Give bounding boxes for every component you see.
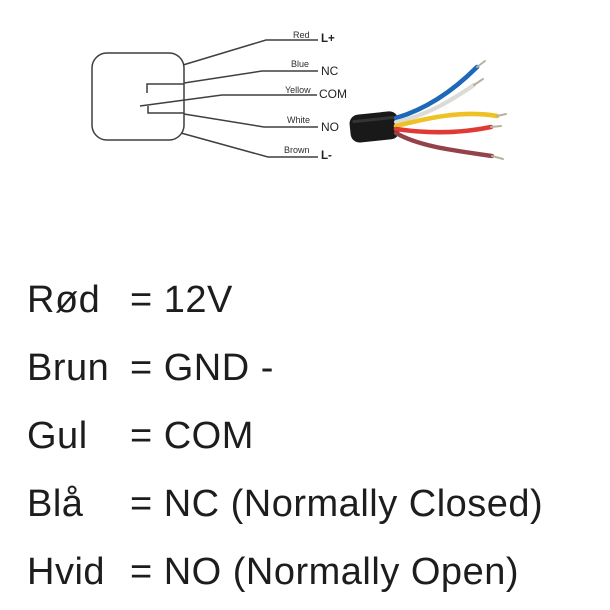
wire-color-label-blue: Blue — [291, 59, 310, 69]
terminal-label-l-minus: L- — [321, 150, 332, 162]
wire-line-red — [182, 39, 318, 66]
legend-color-name: Gul — [27, 415, 88, 457]
device-box — [91, 52, 185, 141]
equals-sign: = — [130, 415, 153, 457]
terminal-label-no: NO — [321, 120, 339, 134]
cable-wire-red-tip — [490, 125, 502, 128]
cable-wire-red — [393, 124, 494, 135]
legend-color-name: Blå — [27, 483, 84, 525]
switch-lever — [139, 94, 223, 107]
cable-sheath-highlight — [352, 116, 395, 124]
legend-row-white: Hvid =NO (Normally Open) — [27, 551, 519, 595]
equals-sign: = — [130, 279, 153, 321]
legend-row-yellow: Gul =COM — [27, 415, 254, 459]
wire-color-label-brown: Brown — [284, 145, 310, 155]
cable-wire-brown-tip — [491, 155, 504, 160]
legend-row-red: Rød =12V — [27, 279, 233, 323]
wire-line-white — [183, 113, 318, 128]
equals-sign: = — [130, 551, 153, 593]
cable-wire-white-tip — [473, 78, 484, 86]
wiring-diagram: Red Blue Yellow White Brown L+ NC COM NO… — [0, 0, 610, 185]
cable-wire-yellow — [393, 111, 500, 129]
terminal-label-com: COM — [319, 87, 347, 101]
terminal-label-l-plus: L+ — [321, 33, 335, 45]
legend-color-name: Hvid — [27, 551, 106, 593]
legend-value: NC (Normally Closed) — [163, 483, 544, 525]
cable-wire-blue-tip — [476, 60, 486, 68]
legend-value: COM — [163, 415, 254, 457]
legend-value: NO (Normally Open) — [163, 551, 519, 593]
wire-line-brown — [180, 132, 318, 158]
wire-color-label-yellow: Yellow — [285, 85, 311, 95]
legend-value: GND - — [163, 347, 274, 389]
cable-wire-brown — [393, 130, 495, 159]
cable-wire-yellow-tip — [496, 113, 507, 117]
cable-photo — [349, 60, 507, 160]
wire-color-label-white: White — [287, 115, 311, 125]
cable-wire-white — [393, 82, 477, 125]
legend-row-blue: Blå =NC (Normally Closed) — [27, 483, 543, 527]
cable-wire-blue — [393, 64, 480, 121]
legend-row-brown: Brun =GND - — [27, 347, 274, 391]
legend-color-name: Rød — [27, 279, 101, 321]
diagram-graphic — [91, 39, 507, 160]
switch-contact-top — [146, 83, 184, 93]
equals-sign: = — [130, 347, 153, 389]
terminal-label-nc: NC — [321, 64, 339, 78]
switch-contact-bottom — [147, 106, 184, 114]
wire-color-label-red: Red — [293, 30, 310, 40]
legend-color-name: Brun — [27, 347, 110, 389]
wire-line-blue — [183, 70, 318, 84]
equals-sign: = — [130, 483, 153, 525]
legend-value: 12V — [163, 279, 233, 321]
